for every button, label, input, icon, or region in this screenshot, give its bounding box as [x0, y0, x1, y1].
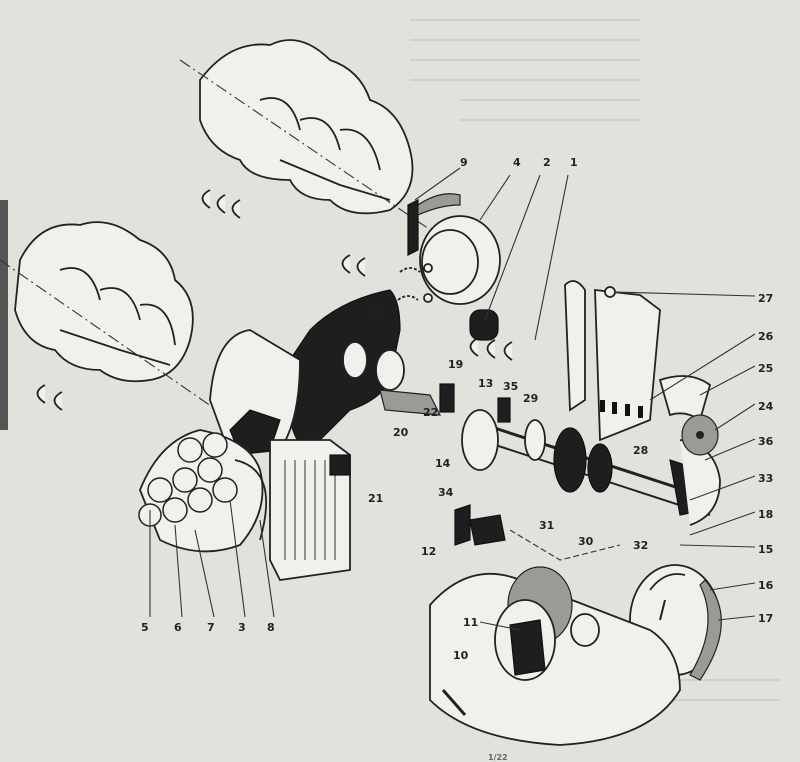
callout-32: 32 [633, 539, 648, 552]
callout-33: 33 [758, 472, 773, 485]
callout-labels: 9 4 2 1 27 26 25 24 36 33 18 15 16 17 23… [141, 156, 774, 762]
hex-cell-pack [138, 429, 267, 553]
shaft-assembly [439, 383, 721, 526]
callout-36: 36 [758, 435, 774, 448]
callout-8: 8 [267, 621, 275, 634]
callout-7: 7 [207, 621, 215, 634]
callout-28: 28 [633, 444, 648, 457]
callout-11: 11 [463, 616, 478, 629]
upper-parts-9-4-2 [397, 193, 501, 341]
callout-23: 23 [365, 306, 380, 319]
plate-27 [564, 280, 712, 442]
callout-9: 9 [460, 156, 468, 169]
callout-5: 5 [141, 621, 149, 634]
callout-26: 26 [758, 330, 774, 343]
callout-21: 21 [368, 492, 383, 505]
callout-20: 20 [393, 426, 409, 439]
callout-30: 30 [578, 535, 594, 548]
frame-part-23 [288, 289, 442, 446]
c-clips [36, 189, 513, 411]
callout-15: 15 [758, 543, 773, 556]
callout-19: 19 [448, 358, 463, 371]
callout-29: 29 [523, 392, 538, 405]
callout-35: 35 [503, 380, 518, 393]
callout-2: 2 [543, 156, 551, 169]
callout-3: 3 [238, 621, 246, 634]
callout-1: 1 [570, 156, 578, 169]
left-cushion-block [0, 221, 261, 441]
callout-24: 24 [758, 400, 774, 413]
callout-27: 27 [758, 292, 773, 305]
figure-caption: 1/22 [488, 753, 508, 762]
bracket-12 [454, 504, 621, 561]
callout-31: 31 [539, 519, 554, 532]
callout-4: 4 [513, 156, 521, 169]
base-part-10 [429, 566, 681, 746]
grid-block-21 [269, 439, 351, 581]
callout-6: 6 [174, 621, 182, 634]
callout-25: 25 [758, 362, 773, 375]
callout-22: 22 [423, 406, 438, 419]
callout-16: 16 [758, 579, 774, 592]
page-edge-shadow [0, 200, 8, 430]
callout-34: 34 [438, 486, 454, 499]
callout-13: 13 [478, 377, 493, 390]
callout-17: 17 [758, 612, 773, 625]
callout-14: 14 [435, 457, 451, 470]
callout-18: 18 [758, 508, 773, 521]
leader-lines [149, 167, 756, 631]
callout-12: 12 [421, 545, 436, 558]
callout-10: 10 [453, 649, 469, 662]
